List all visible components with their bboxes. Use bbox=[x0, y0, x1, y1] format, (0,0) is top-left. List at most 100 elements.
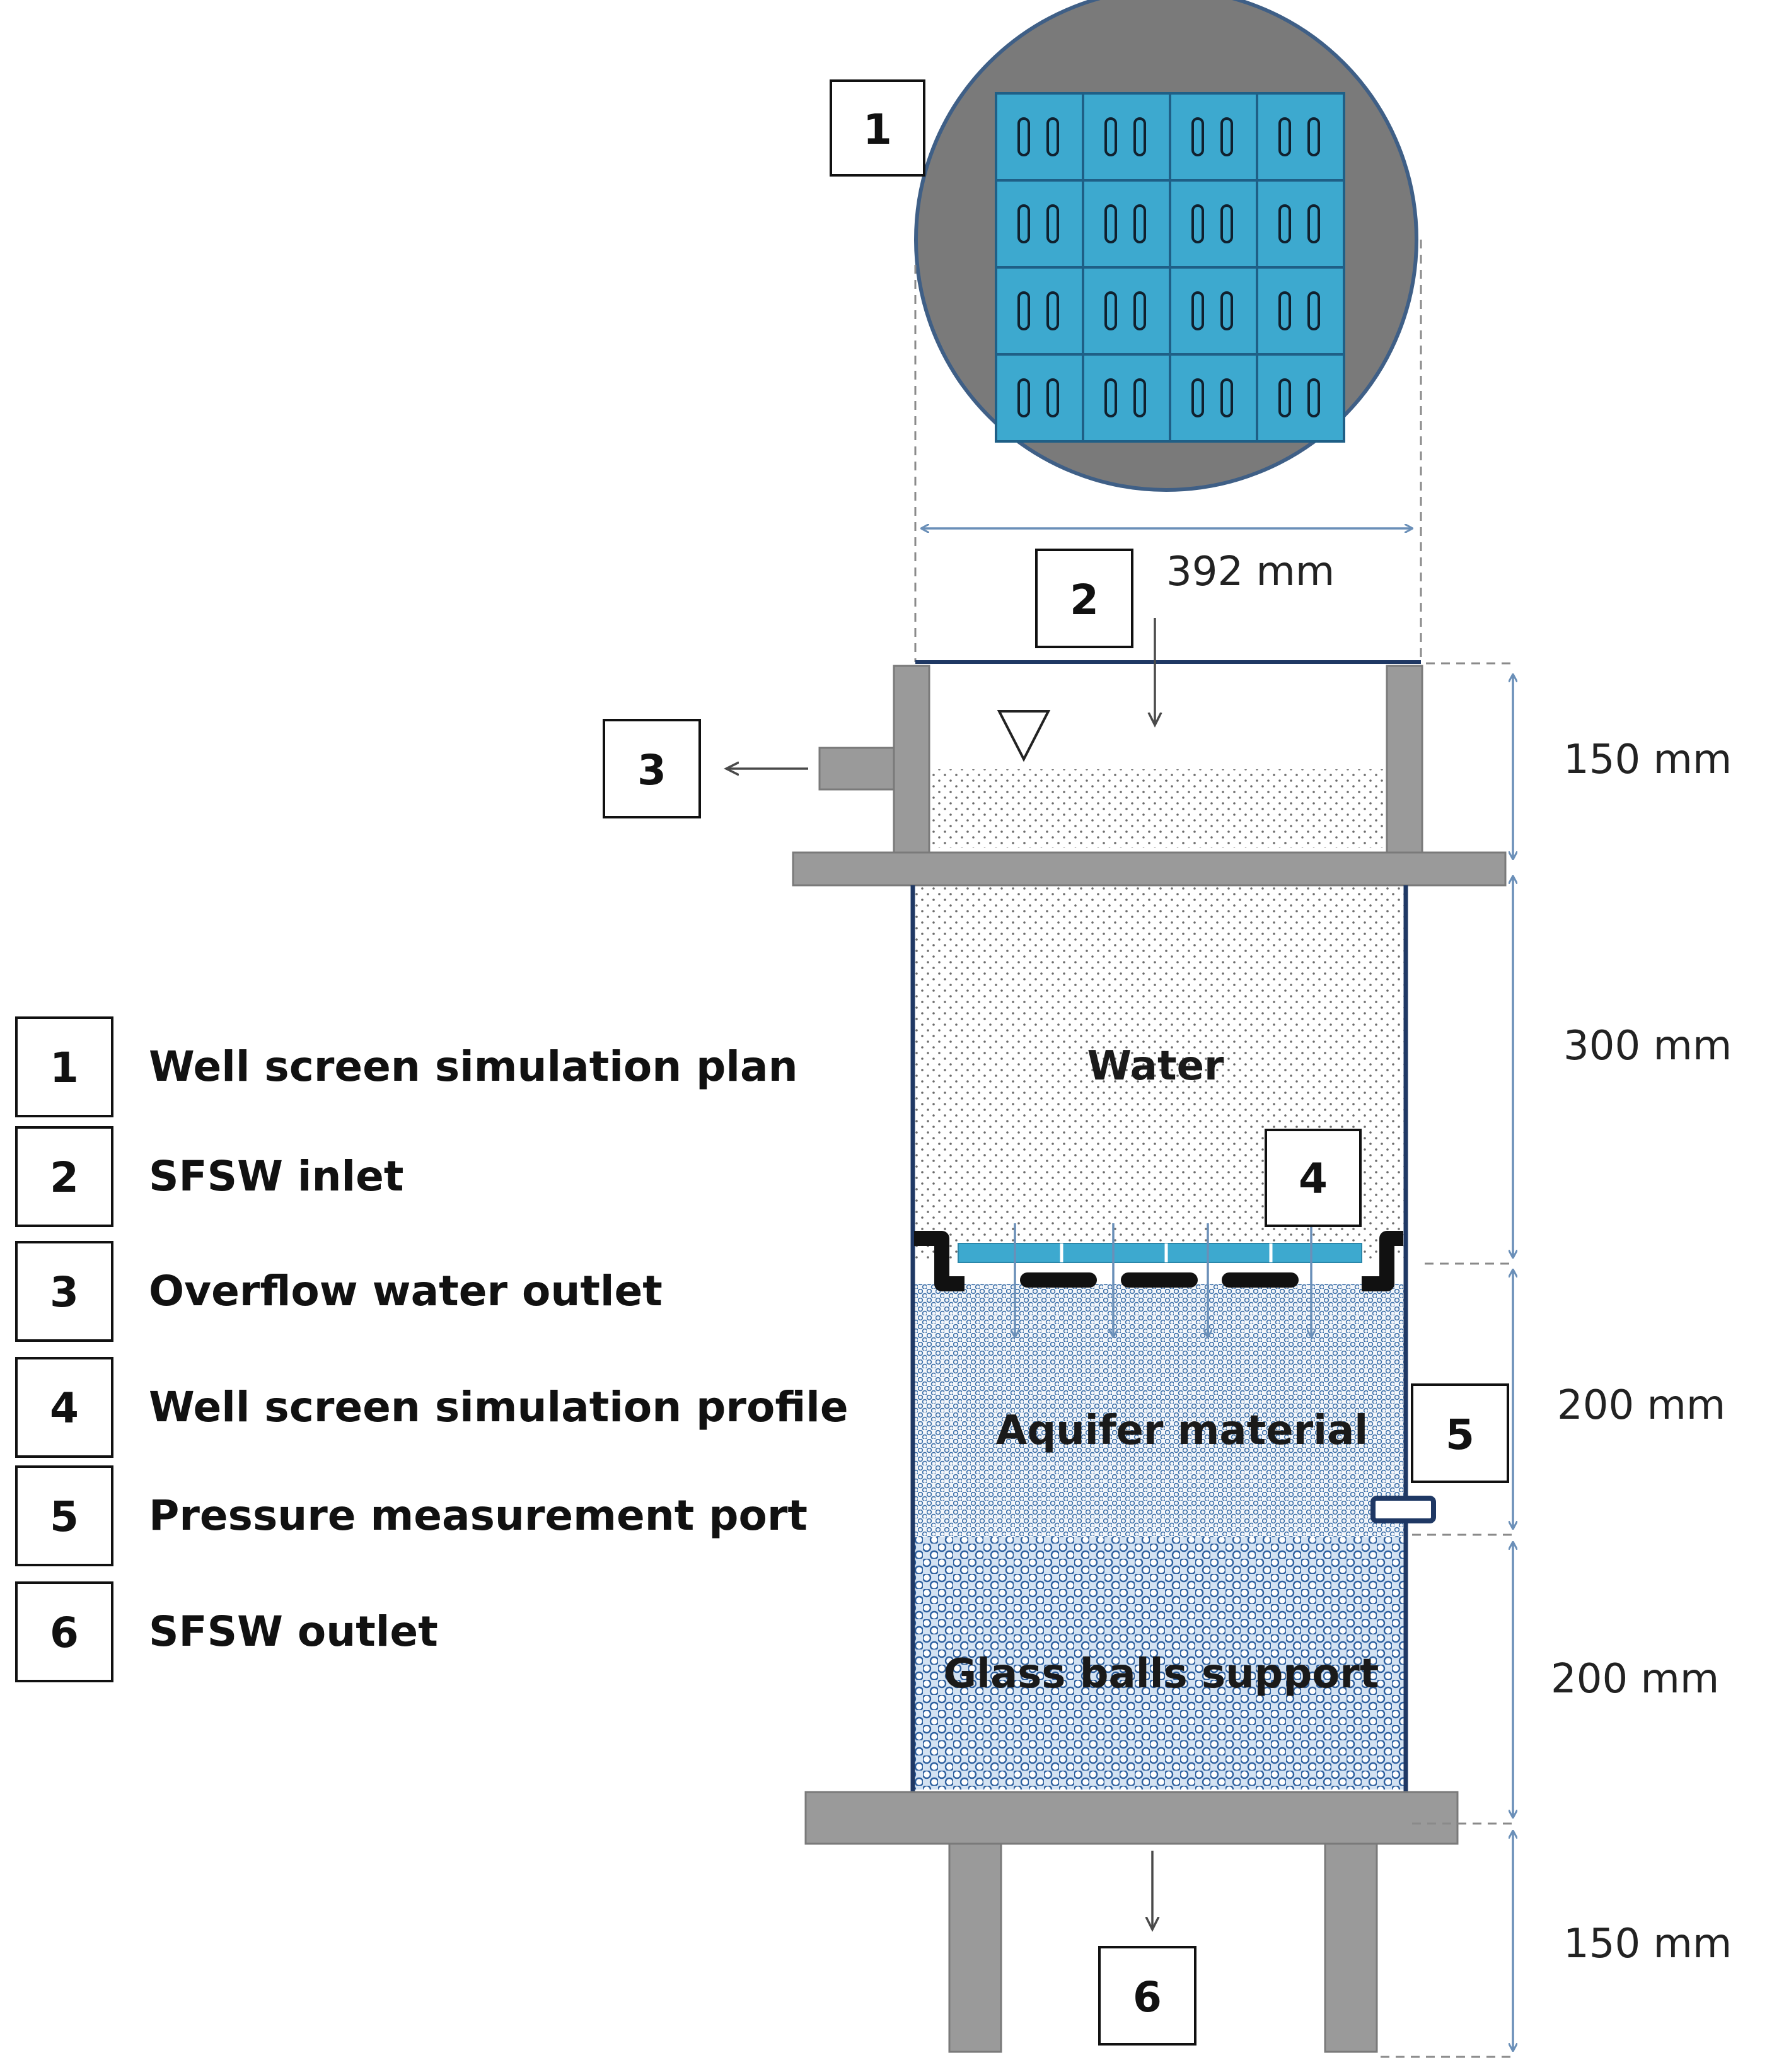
callout-5: 5 bbox=[1411, 1383, 1509, 1483]
callout-6: 6 bbox=[1098, 1946, 1196, 2046]
legend-number-box bbox=[15, 1126, 113, 1227]
screen-slot bbox=[1307, 378, 1320, 417]
screen-slot bbox=[1046, 291, 1059, 330]
screen-slot bbox=[1307, 291, 1320, 330]
screen-slot bbox=[1104, 117, 1117, 156]
screen-slot bbox=[1307, 204, 1320, 243]
legend-number: 6 bbox=[50, 1609, 79, 1657]
screen-slot bbox=[1307, 117, 1320, 156]
top-water-fill bbox=[932, 769, 1386, 848]
screen-slot bbox=[1133, 117, 1146, 156]
screen-slot bbox=[1104, 291, 1117, 330]
dim-water-section: 300 mm bbox=[1563, 1023, 1732, 1069]
aquifer-layer bbox=[913, 1284, 1405, 1537]
top-right-wall bbox=[1386, 665, 1423, 856]
screen-cell bbox=[1169, 92, 1258, 182]
screen-slot bbox=[1191, 378, 1204, 417]
screen-slot bbox=[1191, 291, 1204, 330]
dim-top-section: 150 mm bbox=[1563, 736, 1732, 783]
aquifer-label: Aquifer material bbox=[996, 1407, 1368, 1454]
screen-cell bbox=[1256, 92, 1345, 182]
svg-text:6: 6 bbox=[1133, 1973, 1162, 2022]
water-level-icon bbox=[997, 710, 1051, 762]
screen-cell bbox=[995, 92, 1084, 182]
svg-text:4: 4 bbox=[1299, 1155, 1328, 1203]
screen-slot bbox=[1278, 378, 1291, 417]
screen-cell bbox=[1256, 179, 1345, 269]
screen-cell bbox=[1169, 353, 1258, 443]
legend-text: Pressure measurement port bbox=[149, 1491, 808, 1540]
upper-flange bbox=[792, 851, 1507, 887]
svg-text:5: 5 bbox=[1445, 1411, 1474, 1459]
screen-cell bbox=[1256, 353, 1345, 443]
screen-cell bbox=[1082, 353, 1171, 443]
callout-4: 4 bbox=[1265, 1129, 1362, 1227]
screen-slot bbox=[1278, 291, 1291, 330]
screen-slot bbox=[1278, 204, 1291, 243]
screen-slot bbox=[1191, 117, 1204, 156]
screen-slot bbox=[1104, 204, 1117, 243]
screen-slot bbox=[1046, 117, 1059, 156]
legend-number: 2 bbox=[50, 1153, 79, 1202]
right-leg bbox=[1324, 1842, 1378, 2053]
screen-cell bbox=[1082, 179, 1171, 269]
lower-flange bbox=[804, 1791, 1459, 1845]
screen-cell bbox=[995, 266, 1084, 356]
screen-slot bbox=[1220, 117, 1233, 156]
callout-1: 1 bbox=[830, 79, 925, 177]
legend-text: Well screen simulation profile bbox=[149, 1383, 849, 1431]
screen-slot bbox=[1191, 204, 1204, 243]
screen-slot bbox=[1133, 291, 1146, 330]
dim-legs-section: 150 mm bbox=[1563, 1921, 1732, 1967]
legend-number: 4 bbox=[50, 1384, 79, 1433]
screen-cell bbox=[1082, 92, 1171, 182]
screen-cell bbox=[1256, 266, 1345, 356]
legend-number-box bbox=[15, 1241, 113, 1342]
pressure-port bbox=[1370, 1496, 1436, 1523]
water-label: Water bbox=[1087, 1043, 1224, 1090]
glass-balls-label: Glass balls support bbox=[944, 1651, 1379, 1697]
legend-text: SFSW inlet bbox=[149, 1152, 403, 1201]
screen-cell bbox=[1169, 266, 1258, 356]
screen-cell bbox=[1082, 266, 1171, 356]
dimension-ticks bbox=[1381, 662, 1513, 2058]
overflow-outlet-pipe bbox=[818, 747, 895, 791]
top-left-wall bbox=[893, 665, 930, 856]
legend-text: SFSW outlet bbox=[149, 1607, 438, 1656]
dim-glass-section: 200 mm bbox=[1551, 1656, 1719, 1702]
screen-slot bbox=[1017, 204, 1030, 243]
screen-slot bbox=[1220, 378, 1233, 417]
legend-number: 3 bbox=[50, 1268, 79, 1317]
screen-slot bbox=[1046, 378, 1059, 417]
screen-slot bbox=[1104, 378, 1117, 417]
dim-aquifer-section: 200 mm bbox=[1557, 1382, 1725, 1429]
legend-number-box bbox=[15, 1016, 113, 1117]
legend-text: Well screen simulation plan bbox=[149, 1042, 798, 1091]
diameter-label: 392 mm bbox=[1166, 549, 1335, 595]
legend-number-box bbox=[15, 1581, 113, 1682]
legend-number-box bbox=[15, 1357, 113, 1458]
legend-number: 1 bbox=[50, 1044, 79, 1092]
screen-cell bbox=[995, 353, 1084, 443]
screen-slot bbox=[1220, 204, 1233, 243]
projection-lines bbox=[914, 240, 1422, 662]
svg-text:3: 3 bbox=[637, 746, 666, 794]
legend-number-box bbox=[15, 1465, 113, 1566]
screen-slot bbox=[1017, 378, 1030, 417]
left-leg bbox=[948, 1842, 1002, 2053]
screen-slot bbox=[1046, 204, 1059, 243]
well-screen-plan-view bbox=[914, 0, 1418, 492]
legend: 1 Well screen simulation plan 2 SFSW inlet 3… bbox=[15, 1016, 849, 1682]
well-screen-profile bbox=[914, 1223, 1403, 1337]
callout-3: 3 bbox=[603, 719, 701, 818]
legend-number: 5 bbox=[50, 1493, 79, 1541]
screen-slot bbox=[1133, 204, 1146, 243]
screen-slot bbox=[1220, 291, 1233, 330]
legend-text: Overflow water outlet bbox=[149, 1267, 663, 1315]
callout-2: 2 bbox=[1035, 549, 1133, 648]
screen-cell bbox=[1169, 179, 1258, 269]
screen-slot bbox=[1133, 378, 1146, 417]
svg-text:1: 1 bbox=[863, 105, 892, 154]
screen-slot bbox=[1278, 117, 1291, 156]
